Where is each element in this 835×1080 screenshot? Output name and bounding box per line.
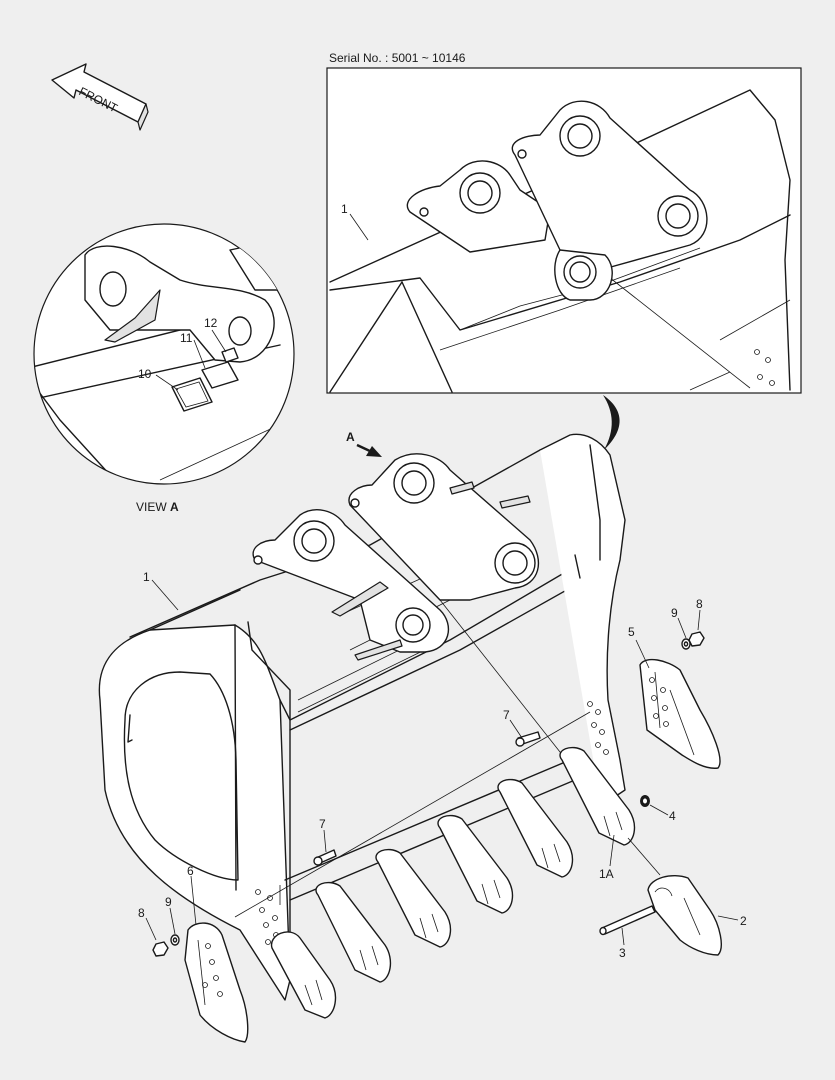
view-callout-12: 12 <box>204 316 218 330</box>
view-callout-11: 11 <box>180 331 193 345</box>
callouts: 1 5 9 8 7 4 1A 7 2 3 8 9 6 <box>138 570 747 960</box>
inset-pointer <box>603 395 620 450</box>
wear-pad-11 <box>201 361 239 389</box>
view-title: VIEW A <box>136 500 179 514</box>
serial-number: Serial No. : 5001 ~ 10146 <box>329 51 466 65</box>
inset-detail-box: 1 <box>326 67 802 394</box>
tooth-4 <box>437 814 514 914</box>
bucket-body <box>98 433 626 1001</box>
callout-7-upper: 7 <box>503 708 510 722</box>
side-cutter-left <box>184 922 249 1043</box>
pin-boss-3 <box>494 542 536 584</box>
tooth-1 <box>270 931 337 1019</box>
view-a-direction-arrow: A <box>346 430 382 457</box>
nut-right <box>688 631 705 647</box>
view-title-letter: A <box>170 500 179 514</box>
front-direction-arrow: FRONT <box>51 63 149 131</box>
tooth-5 <box>497 778 574 878</box>
side-cutter-right <box>639 658 721 769</box>
bucket-teeth-row <box>270 746 636 1019</box>
right-side-bolt-holes <box>587 701 609 755</box>
pin-boss-4 <box>395 607 431 643</box>
nut-left <box>152 941 169 957</box>
view-a-arrow-label: A <box>346 430 355 444</box>
inset-pin-boss-4 <box>563 255 597 289</box>
callout-4: 4 <box>669 809 676 823</box>
callout-2: 2 <box>740 914 747 928</box>
tooth-3 <box>375 848 452 948</box>
washer-right <box>681 638 691 650</box>
callout-1: 1 <box>143 570 150 584</box>
washer-left <box>170 934 180 946</box>
tooth-pin-3 <box>599 905 656 936</box>
tooth-2 <box>315 881 392 983</box>
callout-9-left: 9 <box>165 895 172 909</box>
inset-pin-boss-3 <box>657 195 699 237</box>
callout-3: 3 <box>619 946 626 960</box>
tooth-point-2 <box>647 874 722 956</box>
view-title-word: VIEW <box>136 500 170 514</box>
wear-pad-10 <box>171 377 213 412</box>
bolt-lower <box>313 849 337 866</box>
inset-callout-1: 1 <box>341 202 348 216</box>
pin-boss-2 <box>393 462 435 504</box>
callout-8-left: 8 <box>138 906 145 920</box>
callout-6: 6 <box>187 864 194 878</box>
inset-pin-boss-1 <box>459 172 501 214</box>
callout-7-lower: 7 <box>319 817 326 831</box>
view-a-detail: 10 11 12 VIEW A <box>33 223 295 514</box>
callout-5: 5 <box>628 625 635 639</box>
inset-pin-boss-2 <box>559 115 601 157</box>
bolt-upper <box>515 731 541 747</box>
callout-8-right: 8 <box>696 597 703 611</box>
pin-boss-1 <box>293 520 335 562</box>
callout-1a: 1A <box>599 867 614 881</box>
tooth-6 <box>559 746 636 846</box>
callout-9-right: 9 <box>671 606 678 620</box>
view-callout-10: 10 <box>138 367 152 381</box>
lock-washer-4 <box>640 795 650 807</box>
